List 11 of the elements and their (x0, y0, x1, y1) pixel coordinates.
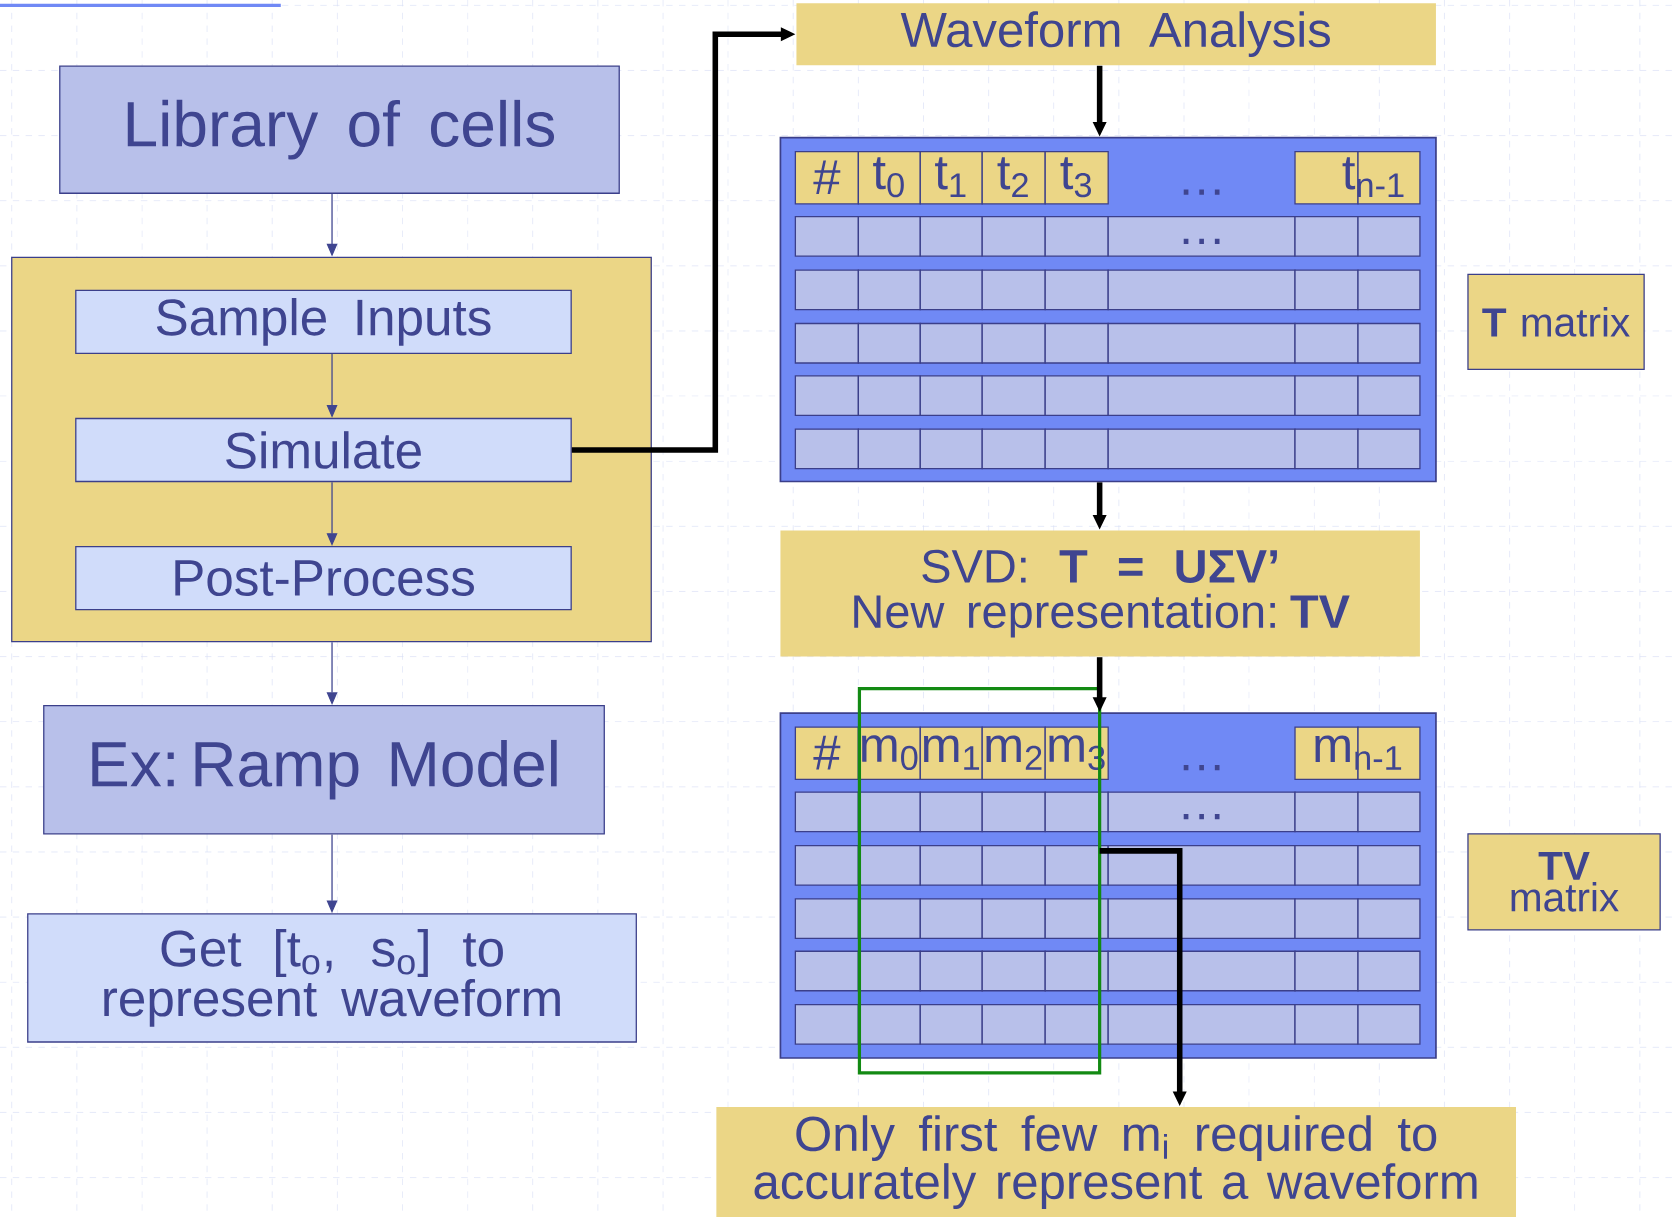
heading-box: Waveform Analysis (796, 3, 1436, 66)
note-box: Only first few m$_{i}$ required to accurately represent a waveform (716, 1107, 1516, 1217)
process-box: Ex: Ramp Model (43, 705, 605, 835)
process-box: Library of cells (59, 65, 620, 194)
step-box: Post-Process (75, 545, 572, 611)
label-box: TV matrix (1467, 833, 1661, 931)
step-box: Sample Inputs (75, 289, 572, 354)
result-box: Get [t$_{o}$, s$_{o}$] to represent waveform (27, 913, 637, 1043)
formula-box: SVD: T = UΣV’ New representation: TV (780, 530, 1420, 657)
step-box: Simulate (75, 417, 572, 483)
label-box: T matrix (1467, 273, 1645, 370)
